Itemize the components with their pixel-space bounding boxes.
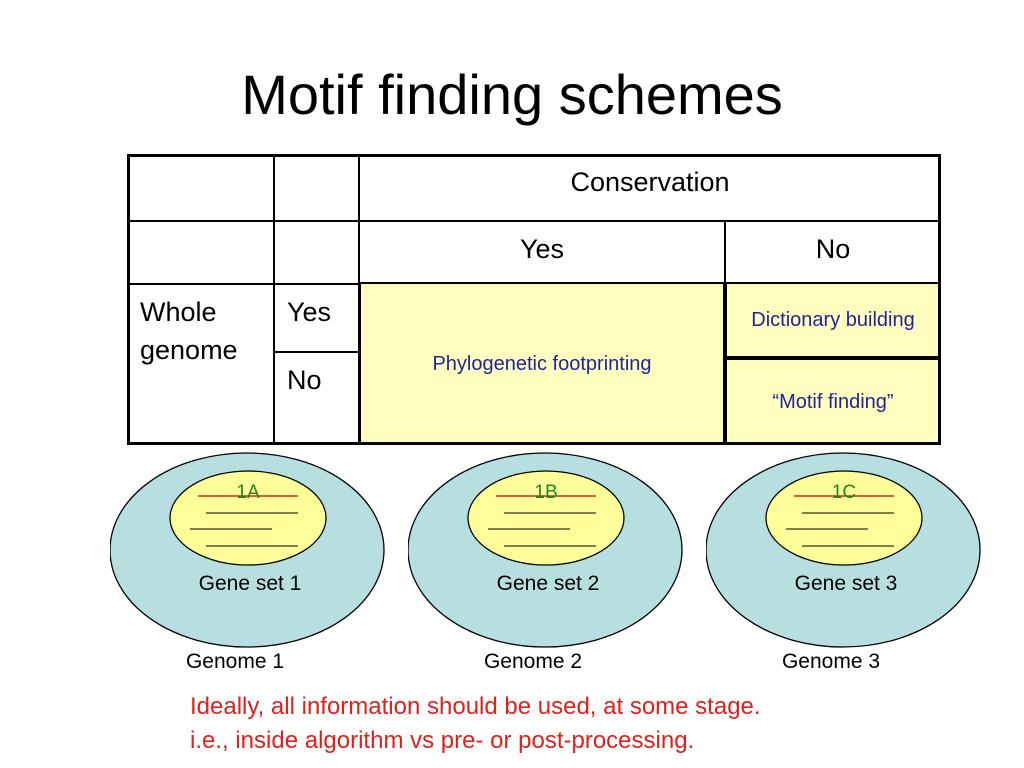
table-corner-cell-3 xyxy=(127,221,274,284)
whole-genome-row-header: Whole genome xyxy=(127,284,274,445)
whole-genome-no-header: No xyxy=(274,352,359,445)
whole-genome-yes-header: Yes xyxy=(274,284,359,352)
conservation-yes-header: Yes xyxy=(359,221,725,284)
genome-label-3: Genome 3 xyxy=(781,650,881,673)
dictionary-building-cell: Dictionary building xyxy=(725,282,941,358)
gene-set-label-3: Gene set 3 xyxy=(794,572,898,595)
red-note: Ideally, all information should be used,… xyxy=(190,690,761,758)
gene-set-id-1: 1A xyxy=(236,482,260,503)
gene-set-label-1: Gene set 1 xyxy=(198,572,302,595)
genome-diagram-3: 1C Gene set 3 Genome 3 xyxy=(706,452,986,684)
genome-ellipse-graphic-1: 1A xyxy=(110,452,385,648)
genome-ellipse-graphic-3: 1C xyxy=(706,452,981,648)
slide-title: Motif finding schemes xyxy=(241,63,783,126)
gene-set-id-3: 1C xyxy=(832,482,856,503)
genome-diagram-2: 1B Gene set 2 Genome 2 xyxy=(408,452,688,684)
conservation-no-header: No xyxy=(725,221,941,284)
note-line-2: i.e., inside algorithm vs pre- or post-p… xyxy=(190,727,695,754)
table-corner-cell-4 xyxy=(274,221,359,284)
genome-ellipse-graphic-2: 1B xyxy=(408,452,683,648)
genome-diagram-1: 1A Gene set 1 Genome 1 xyxy=(110,452,390,684)
genome-label-1: Genome 1 xyxy=(185,650,285,673)
genome-label-2: Genome 2 xyxy=(483,650,583,673)
gene-set-id-2: 1B xyxy=(534,482,557,503)
gene-set-label-2: Gene set 2 xyxy=(496,572,600,595)
note-line-1: Ideally, all information should be used,… xyxy=(190,693,761,720)
table-corner-cell-2 xyxy=(274,154,359,221)
conservation-header: Conservation xyxy=(359,154,941,221)
motif-finding-cell: “Motif finding” xyxy=(725,358,941,445)
phylogenetic-footprinting-cell: Phylogenetic footprinting xyxy=(359,282,725,445)
table-corner-cell-1 xyxy=(127,154,274,221)
motif-scheme-table: Conservation Yes No Whole genome Yes No … xyxy=(127,154,941,445)
